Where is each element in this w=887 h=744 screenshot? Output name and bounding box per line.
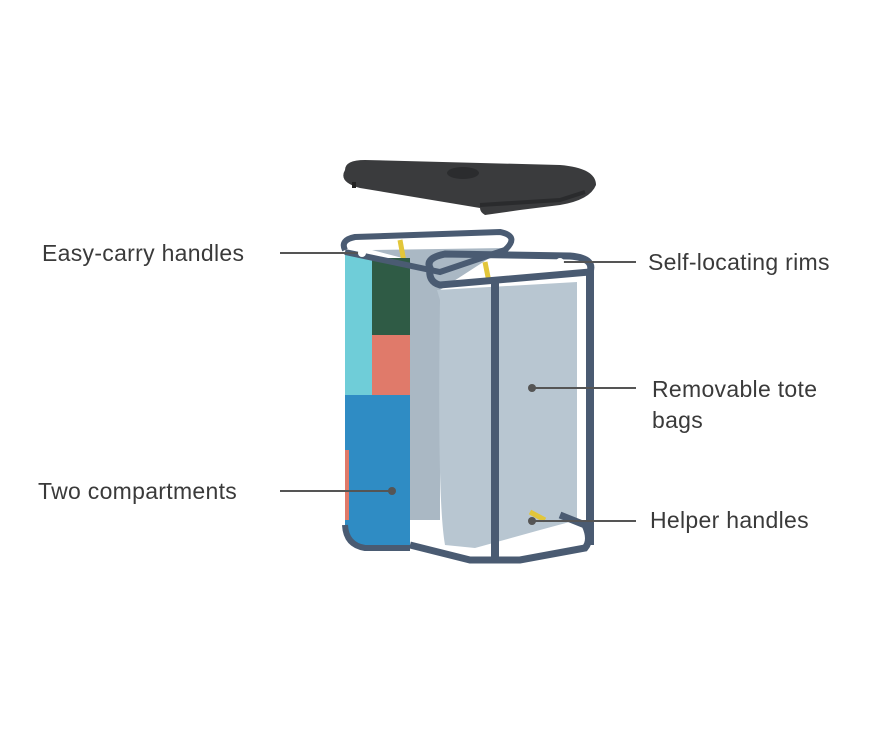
label-self-locating-rims: Self-locating rims [648, 249, 830, 275]
clothes-panel [345, 255, 410, 547]
frame [340, 228, 595, 564]
label-easy-carry-handles: Easy-carry handles [42, 240, 245, 266]
lid [343, 160, 596, 215]
label-helper-handles: Helper handles [650, 507, 809, 533]
callout-dot [556, 258, 564, 266]
left-bag [372, 248, 505, 520]
callout-dot [388, 487, 396, 495]
label-removable-tote-bags-line1: Removable tote [652, 376, 818, 402]
leader-lines [280, 252, 636, 522]
label-two-compartments: Two compartments [38, 478, 238, 504]
label-removable-tote-bags-line2: bags [652, 407, 704, 433]
right-tote-bag [437, 282, 577, 548]
callout-dot [358, 249, 366, 257]
callout-dot [528, 384, 536, 392]
callout-dot [528, 517, 536, 525]
